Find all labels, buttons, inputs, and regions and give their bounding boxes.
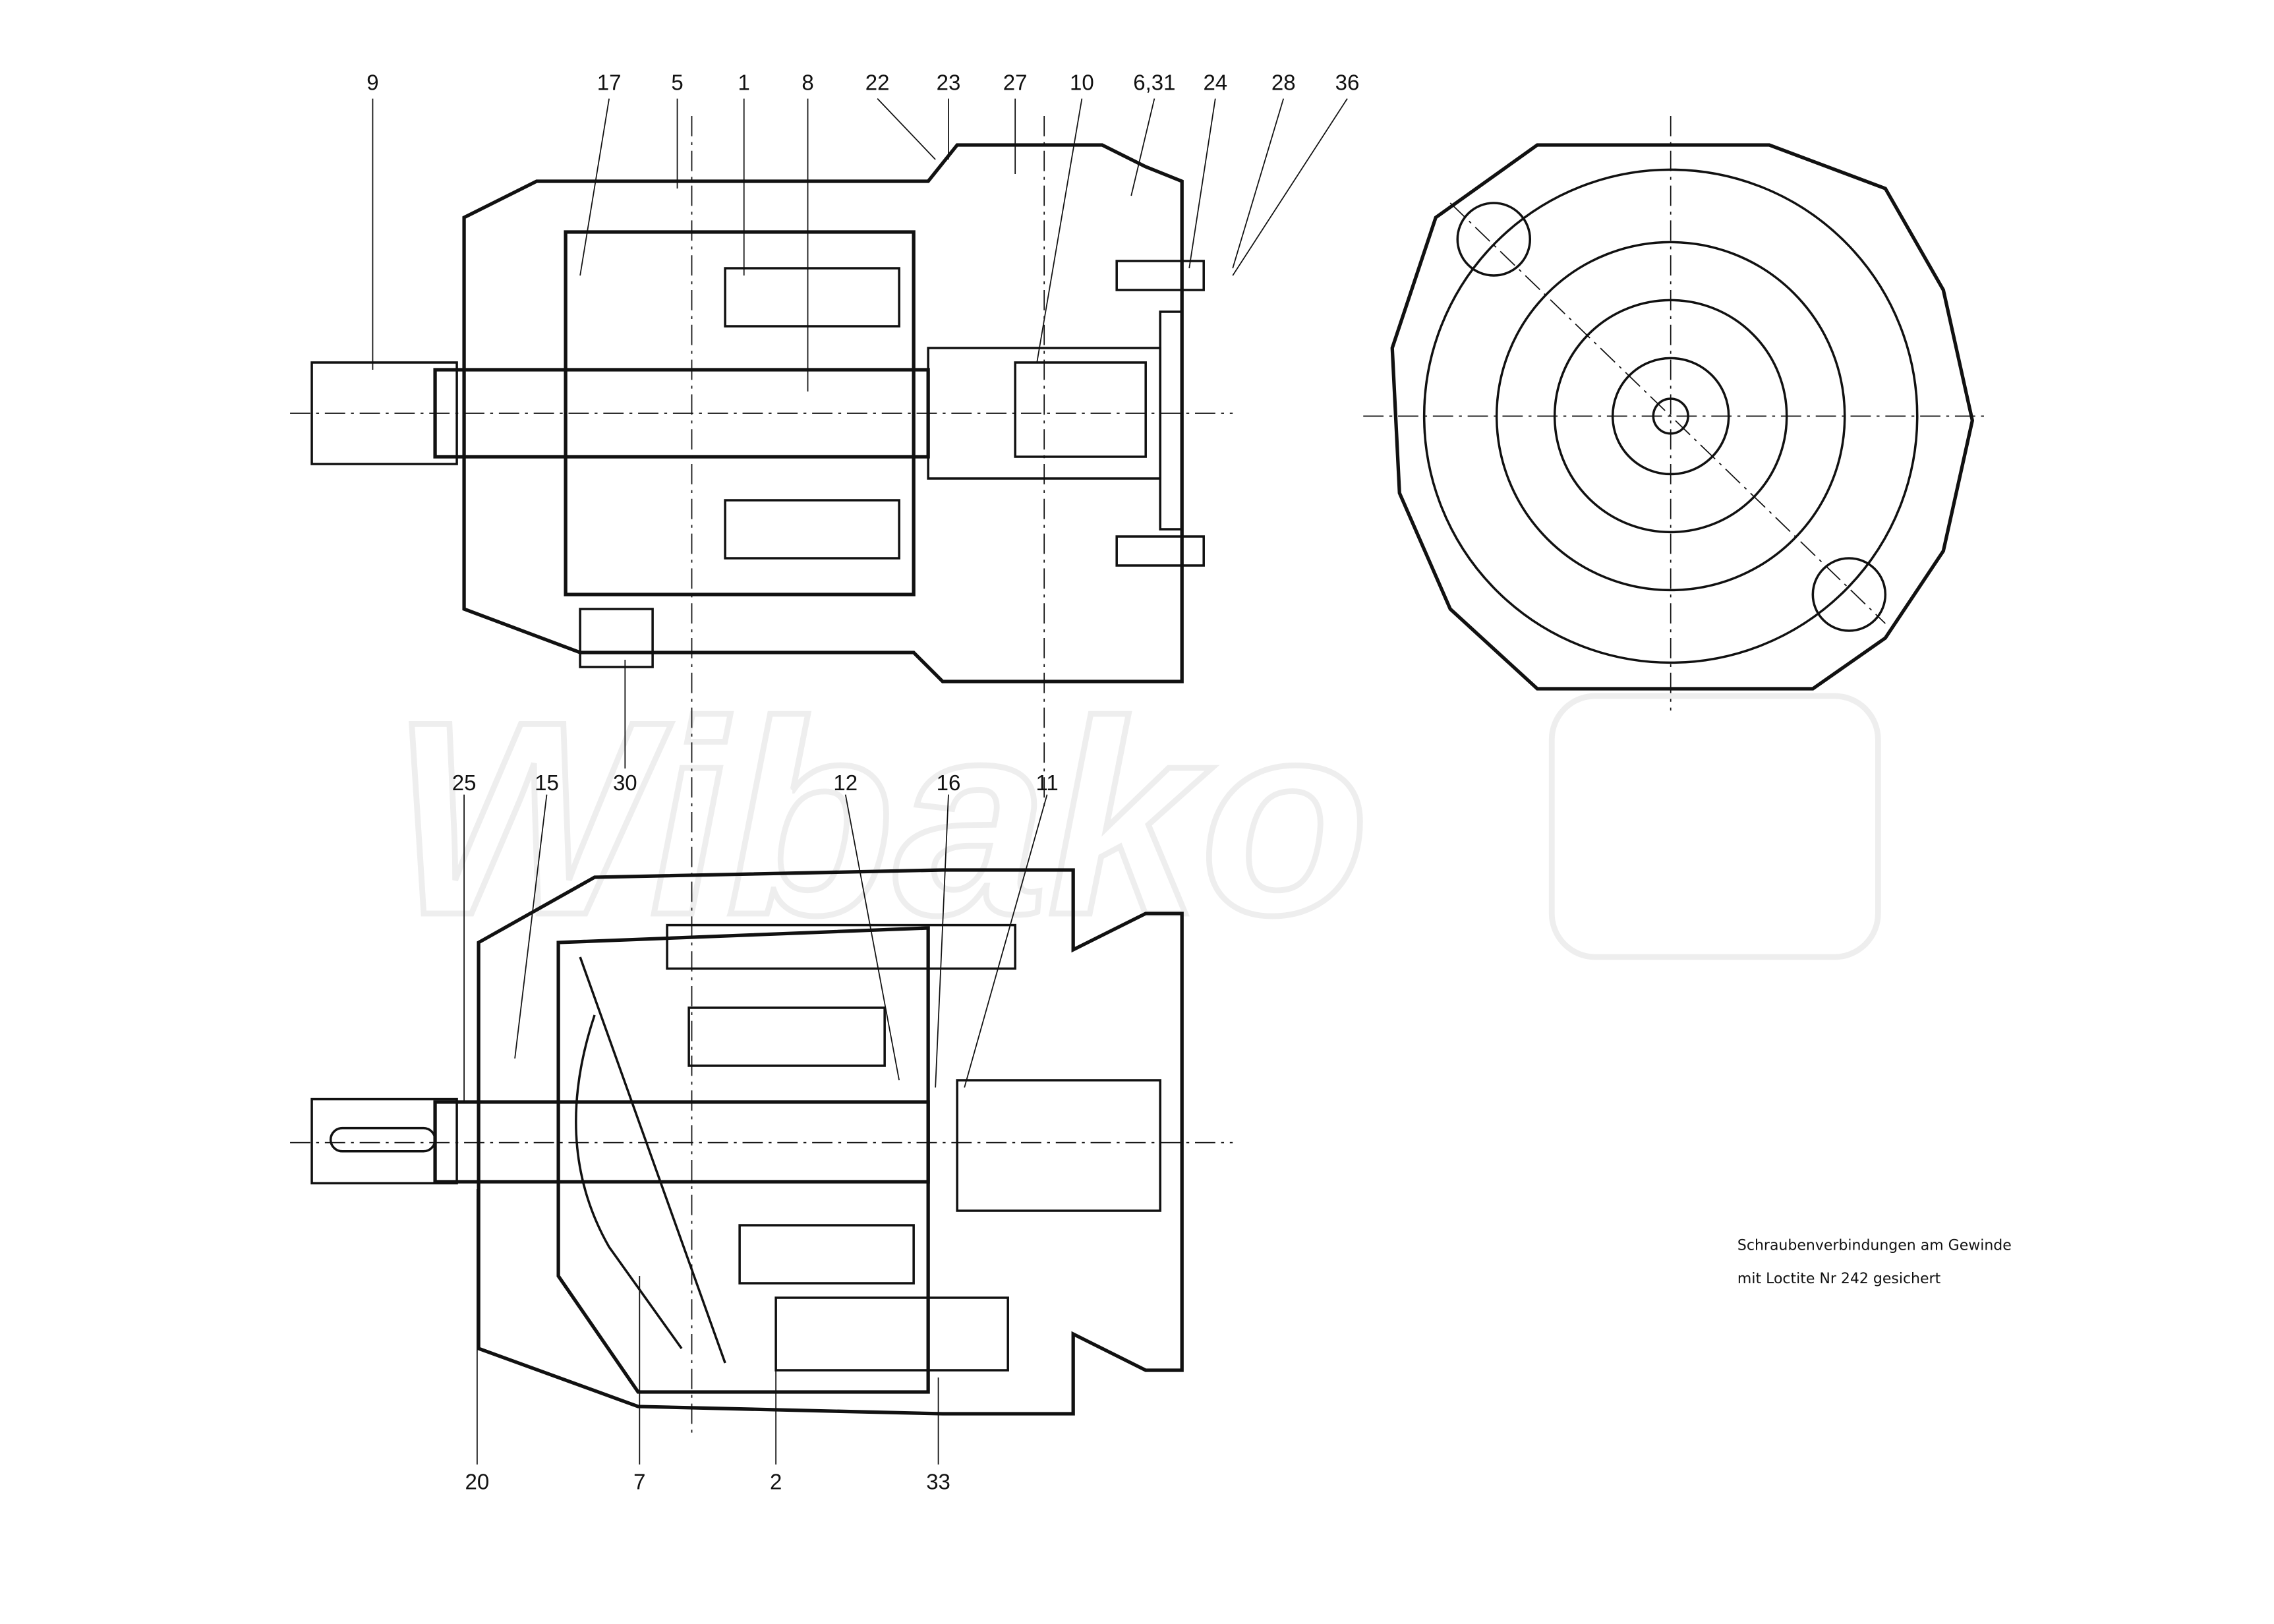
- label-9: 9: [366, 70, 378, 94]
- label-6-31: 6,31: [1133, 70, 1175, 94]
- watermark: Wibako: [392, 664, 1369, 972]
- label-12: 12: [833, 770, 858, 795]
- note-line-2: mit Loctite Nr 242 gesichert: [1737, 1271, 1941, 1287]
- label-23: 23: [937, 70, 961, 94]
- label-16: 16: [937, 770, 961, 795]
- top-section-view: [290, 116, 1233, 1436]
- label-25: 25: [452, 770, 477, 795]
- label-2: 2: [770, 1469, 782, 1494]
- note: Schraubenverbindungen am Gewinde mit Loc…: [1737, 1237, 2012, 1287]
- watermark-logo-box: [1548, 693, 1881, 960]
- label-22: 22: [865, 70, 890, 94]
- label-5: 5: [671, 70, 683, 94]
- label-8: 8: [802, 70, 813, 94]
- label-30: 30: [613, 770, 637, 795]
- top-labels: 9 17 5 1 8 22 23 27 10 6,31 24 28 36: [366, 70, 1359, 94]
- label-27: 27: [1003, 70, 1028, 94]
- label-20: 20: [465, 1469, 490, 1494]
- bottom-labels: 20 7 2 33: [465, 1469, 950, 1494]
- label-7: 7: [633, 1469, 645, 1494]
- label-17: 17: [597, 70, 622, 94]
- label-1: 1: [738, 70, 750, 94]
- label-11: 11: [1035, 770, 1058, 795]
- mid-labels: 30 25 15 12 16 11: [452, 770, 1059, 795]
- end-view: [1363, 116, 1987, 710]
- label-10: 10: [1070, 70, 1094, 94]
- note-line-1: Schraubenverbindungen am Gewinde: [1737, 1237, 2012, 1254]
- label-36: 36: [1335, 70, 1360, 94]
- label-33: 33: [926, 1469, 950, 1494]
- leader-lines: [372, 98, 1348, 1464]
- label-28: 28: [1271, 70, 1296, 94]
- bottom-section-view: [290, 868, 1233, 1416]
- label-24: 24: [1203, 70, 1227, 94]
- label-15: 15: [535, 770, 559, 795]
